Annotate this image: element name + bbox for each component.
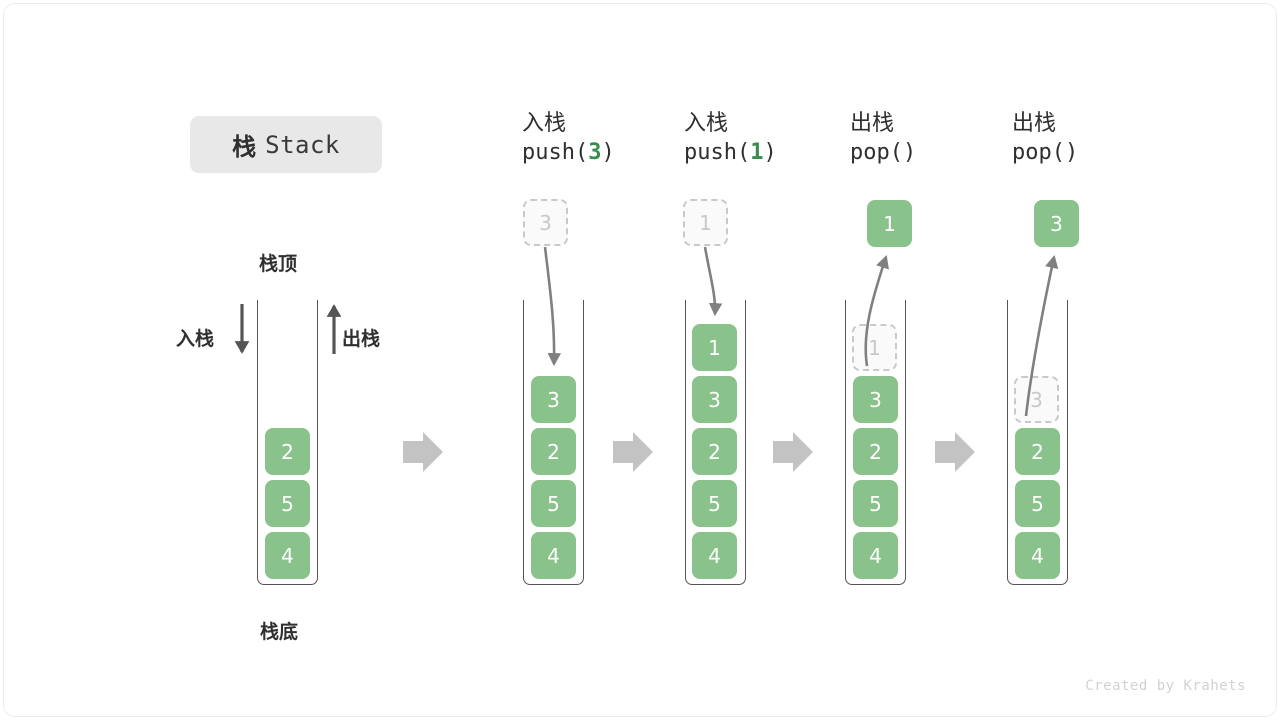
stack-cell: 4 — [265, 532, 310, 579]
code-arg: 1 — [750, 139, 764, 165]
stack-cell: 4 — [853, 532, 898, 579]
stack-container-pop-1 — [845, 300, 906, 585]
ghost-cell-push-3: 3 — [523, 199, 568, 246]
stack-cell: 2 — [531, 428, 576, 475]
column-header-code: pop() — [1012, 139, 1182, 168]
ghost-cell-pop-1: 1 — [852, 324, 897, 371]
code-pre: pop( — [850, 139, 903, 165]
column-header-code: pop() — [850, 139, 1020, 168]
pop-direction-label: 出栈 — [342, 328, 381, 350]
column-header-cn: 出栈 — [850, 111, 895, 136]
code-pre: push( — [684, 139, 751, 165]
title-en: Stack — [265, 130, 340, 159]
code-post: ) — [1064, 139, 1079, 165]
stack-top-label: 栈顶 — [259, 253, 298, 275]
column-header-push-3: 入栈 push(3) — [522, 110, 692, 167]
code-post: ) — [902, 139, 917, 165]
stack-cell: 5 — [531, 480, 576, 527]
code-pre: push( — [522, 139, 589, 165]
stack-cell: 5 — [853, 480, 898, 527]
code-pre: pop( — [1012, 139, 1065, 165]
column-header-push-1: 入栈 push(1) — [684, 110, 854, 167]
stack-cell: 3 — [692, 376, 737, 423]
column-header-pop-1: 出栈 pop() — [850, 110, 1020, 167]
stack-cell: 4 — [1015, 532, 1060, 579]
stack-cell: 5 — [692, 480, 737, 527]
stack-cell: 2 — [265, 428, 310, 475]
step-separator-arrow — [403, 432, 443, 472]
column-header-code: push(1) — [684, 139, 854, 168]
stack-cell: 5 — [1015, 480, 1060, 527]
column-header-cn: 入栈 — [684, 111, 729, 136]
stack-container-push-3 — [523, 300, 584, 585]
push-direction-label: 入栈 — [176, 328, 215, 350]
stack-cell: 2 — [692, 428, 737, 475]
stack-container-initial — [257, 300, 318, 585]
column-header-cn: 出栈 — [1012, 111, 1057, 136]
stack-cell: 2 — [1015, 428, 1060, 475]
stack-container-push-1 — [685, 300, 746, 585]
stack-cell: 1 — [692, 324, 737, 371]
popped-cell-1: 1 — [867, 200, 912, 247]
stack-cell: 3 — [853, 376, 898, 423]
ghost-cell-push-1: 1 — [683, 199, 728, 246]
step-separator-arrow — [613, 432, 653, 472]
title-badge: 栈 Stack — [190, 116, 382, 173]
credit-footer: Created by Krahets — [1085, 678, 1246, 694]
step-separator-arrow — [935, 432, 975, 472]
code-post: ) — [601, 139, 615, 165]
code-arg: 3 — [588, 139, 602, 165]
title-cn: 栈 — [232, 133, 257, 161]
step-separator-arrow — [773, 432, 813, 472]
stack-cell: 4 — [692, 532, 737, 579]
diagram-canvas: 栈 Stack 入栈 push(3) 入栈 push(1) 出栈 pop() 出… — [3, 3, 1277, 717]
popped-cell-3: 3 — [1034, 200, 1079, 247]
stack-cell: 5 — [265, 480, 310, 527]
ghost-cell-pop-3: 3 — [1014, 376, 1059, 423]
column-header-pop-3: 出栈 pop() — [1012, 110, 1182, 167]
stack-bottom-label: 栈底 — [260, 621, 299, 643]
stack-cell: 2 — [853, 428, 898, 475]
column-header-code: push(3) — [522, 139, 692, 168]
stack-container-pop-3 — [1007, 300, 1068, 585]
column-header-cn: 入栈 — [522, 111, 567, 136]
stack-cell: 4 — [531, 532, 576, 579]
stack-cell: 3 — [531, 376, 576, 423]
code-post: ) — [763, 139, 777, 165]
